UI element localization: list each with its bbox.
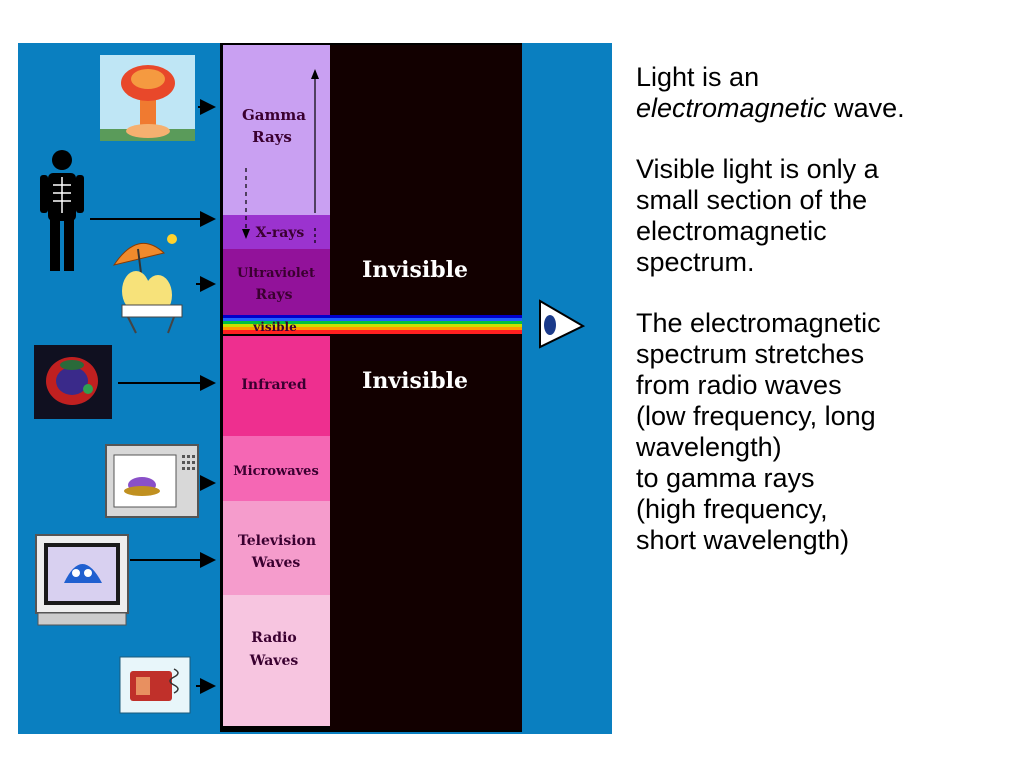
xray-person-icon [40, 150, 84, 271]
paragraph-visible-light: Visible light is only a small section of… [636, 154, 1016, 278]
band-microwave [223, 436, 330, 501]
invisible-column [330, 45, 522, 730]
wavelength-arrows [242, 69, 319, 243]
range-line-2: spectrum stretches [636, 339, 865, 369]
microwave-label: Microwaves [233, 464, 319, 479]
range-line-8: short wavelength) [636, 525, 850, 555]
pointer-arrows [90, 99, 216, 694]
invisible-label-bottom: Invisible [362, 368, 468, 394]
intro-line-2: electromagnetic wave. [636, 93, 1016, 124]
infrared-label: Infrared [241, 377, 306, 393]
visible-line-2: small section of the [636, 185, 868, 215]
ultraviolet-label-2: Rays [255, 287, 292, 303]
invisible-label-top: Invisible [362, 257, 468, 283]
radio-label-2: Waves [249, 653, 299, 669]
television-label-1: Television [238, 533, 316, 549]
sunbathers-icon [112, 234, 183, 334]
band-xray [223, 215, 330, 249]
intro-emphasis: electromagnetic [636, 93, 827, 123]
band-radio [223, 595, 330, 726]
eye-icon [539, 299, 586, 349]
range-line-4: (low frequency, long [636, 401, 876, 431]
microwave-oven-icon [105, 444, 199, 518]
intro-line-1: Light is an [636, 62, 760, 92]
visible-line-1: Visible light is only a [636, 154, 879, 184]
spectrum-figure: Gamma Rays X-rays Ultraviolet Rays visib… [18, 43, 612, 734]
paragraph-spectrum-range: The electromagnetic spectrum stretches f… [636, 308, 1016, 556]
visible-label: visible [252, 320, 297, 334]
radio-label-1: Radio [251, 630, 296, 646]
visible-strip [223, 315, 522, 334]
band-television [223, 501, 330, 595]
ultraviolet-label-1: Ultraviolet [237, 266, 315, 281]
infrared-image-icon [34, 345, 112, 419]
range-line-5: wavelength) [636, 432, 782, 462]
spectrum-diagram: Gamma Rays X-rays Ultraviolet Rays visib… [34, 43, 586, 732]
television-label-2: Waves [251, 555, 301, 571]
radio-icon [119, 656, 191, 714]
gamma-label-1: Gamma [242, 106, 306, 124]
band-ultraviolet [223, 249, 330, 315]
range-line-7: (high frequency, [636, 494, 828, 524]
paragraph-intro: Light is an electromagnetic wave. [636, 62, 1016, 124]
visible-line-3: electromagnetic [636, 216, 827, 246]
visible-line-4: spectrum. [636, 247, 755, 277]
explanation-text: Light is an electromagnetic wave. Visibl… [636, 62, 1016, 586]
range-line-3: from radio waves [636, 370, 842, 400]
television-icon [35, 534, 129, 626]
intro-rest: wave. [826, 93, 905, 123]
gamma-label-2: Rays [252, 128, 292, 146]
mushroom-cloud-icon [100, 55, 195, 141]
range-line-1: The electromagnetic [636, 308, 881, 338]
band-infrared [223, 336, 330, 436]
band-gamma [223, 45, 330, 215]
range-line-6: to gamma rays [636, 463, 815, 493]
xray-label: X-rays [256, 225, 305, 241]
